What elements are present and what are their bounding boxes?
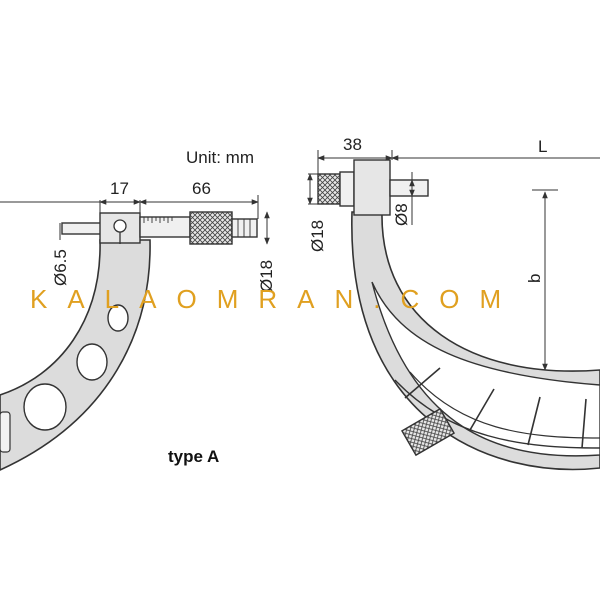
- dim-d65-label: Ø6.5: [51, 249, 70, 286]
- frame-ribs: [404, 367, 587, 449]
- watermark-text: KALAOMRAN.COM: [30, 284, 521, 314]
- sleeve: [139, 216, 191, 238]
- frame-hole: [23, 383, 67, 431]
- spindle: [61, 222, 103, 235]
- right-head: [353, 159, 391, 216]
- right-sleeve: [339, 171, 355, 207]
- dim-17-label: 17: [110, 179, 129, 198]
- right-dimension-lines: [307, 150, 600, 371]
- left-dimension-lines: [0, 195, 270, 245]
- left-frame: [0, 239, 151, 471]
- thimble: [189, 211, 233, 245]
- frame-hole: [76, 343, 108, 381]
- frame-plate: [0, 411, 11, 453]
- dim-66-label: 66: [192, 179, 211, 198]
- dim-b-label: b: [525, 274, 544, 283]
- right-thimble: [317, 173, 341, 205]
- dim-L-label: L: [538, 137, 547, 156]
- dim-d18-right-label: Ø18: [308, 220, 327, 252]
- frame-hole: [107, 304, 129, 332]
- right-anvil: [389, 179, 429, 197]
- dim-38-label: 38: [343, 135, 362, 154]
- type-label: type A: [168, 447, 219, 466]
- dim-d18-label: Ø18: [257, 260, 276, 292]
- unit-label: Unit: mm: [186, 148, 254, 167]
- ratchet: [231, 218, 258, 238]
- frame-grip: [400, 407, 456, 457]
- left-micrometer: 17 66 Ø6.5 Ø18: [0, 179, 276, 471]
- lock-knob: [113, 219, 127, 233]
- dim-d8-label: Ø8: [392, 203, 411, 226]
